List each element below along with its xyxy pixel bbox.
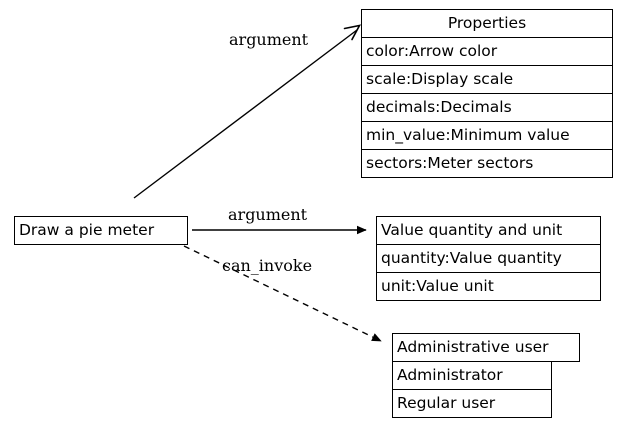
node-title-value-quantity-and-unit: Value quantity and unit [376,216,601,245]
edge-source-to-properties [133,24,362,199]
node-draw-a-pie-meter[interactable]: Draw a pie meter [14,216,188,245]
node-attribute-regular-user: Regular user [392,389,552,418]
edge-label-can-invoke: can_invoke [222,256,313,275]
node-attribute-decimals: decimals:Decimals [361,93,613,122]
node-attribute-quantity: quantity:Value quantity [376,244,601,273]
node-title-properties: Properties [361,9,613,38]
node-attribute-color: color:Arrow color [361,37,613,66]
node-attribute-scale: scale:Display scale [361,65,613,94]
node-attribute-min-value: min_value:Minimum value [361,121,613,150]
node-attribute-administrator: Administrator [392,361,552,390]
node-value-quantity-and-unit[interactable]: Value quantity and unit quantity:Value q… [376,216,601,301]
node-administrative-user[interactable]: Administrative user Administrator Regula… [392,333,580,418]
node-attribute-sectors: sectors:Meter sectors [361,149,613,178]
node-attribute-unit: unit:Value unit [376,272,601,301]
edge-label-argument-value: argument [228,205,308,224]
node-properties[interactable]: Properties color:Arrow color scale:Displ… [361,9,613,178]
node-title-draw-a-pie-meter: Draw a pie meter [14,216,188,245]
edge-label-argument-properties: argument [229,30,309,49]
node-title-administrative-user: Administrative user [392,333,580,362]
